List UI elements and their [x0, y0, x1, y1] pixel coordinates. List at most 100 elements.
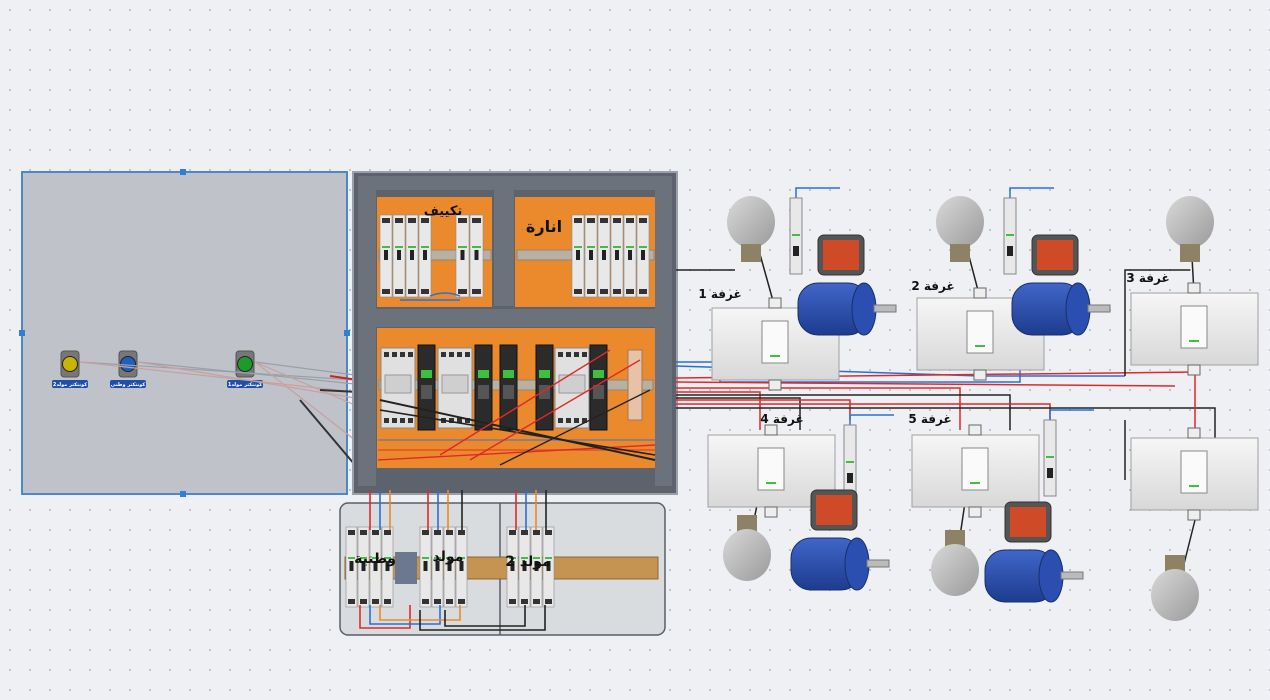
circuit-breaker[interactable] — [431, 526, 444, 608]
pilot-light-green-icon[interactable] — [237, 356, 253, 372]
breaker-toggle[interactable] — [435, 561, 440, 571]
breaker-toggle[interactable] — [423, 250, 427, 260]
contactor[interactable] — [380, 347, 416, 429]
room-breaker[interactable] — [1003, 197, 1017, 275]
breaker-toggle[interactable] — [793, 246, 799, 256]
wall-switch[interactable] — [1130, 427, 1259, 521]
selection-handle[interactable] — [19, 330, 25, 336]
timer-relay[interactable] — [474, 344, 493, 431]
breaker-toggle[interactable] — [397, 250, 401, 260]
room-breaker[interactable] — [1043, 419, 1057, 497]
circuit-breaker[interactable] — [419, 526, 432, 608]
circuit-breaker[interactable] — [443, 526, 456, 608]
circuit-breaker[interactable] — [381, 526, 394, 608]
circuit-breaker[interactable] — [405, 214, 419, 298]
breaker-toggle[interactable] — [423, 561, 428, 571]
breaker-toggle[interactable] — [361, 561, 366, 571]
breaker-toggle[interactable] — [447, 561, 452, 571]
breaker-toggle[interactable] — [460, 250, 465, 260]
breaker-toggle[interactable] — [589, 250, 593, 260]
circuit-breaker[interactable] — [369, 526, 382, 608]
relay-dial[interactable] — [539, 385, 550, 399]
circuit-breaker[interactable] — [506, 526, 519, 608]
room-2[interactable] — [916, 187, 1111, 381]
room-5[interactable] — [911, 409, 1094, 603]
control-station-box[interactable] — [19, 169, 350, 497]
circuit-breaker[interactable] — [584, 214, 598, 298]
electric-motor[interactable] — [1011, 234, 1111, 336]
breaker-toggle[interactable] — [847, 473, 853, 483]
circuit-breaker[interactable] — [469, 214, 484, 298]
switch-led — [770, 355, 780, 357]
pilot-light-button[interactable]: كونتكتر مولد2 — [52, 350, 88, 388]
circuit-breaker[interactable] — [345, 526, 358, 608]
contactor[interactable] — [554, 347, 590, 429]
pilot-light-yellow-icon[interactable] — [62, 356, 78, 372]
breaker-toggle[interactable] — [628, 250, 632, 260]
timer-relay[interactable] — [499, 344, 518, 431]
room-1[interactable] — [711, 187, 897, 391]
breaker-toggle[interactable] — [474, 250, 479, 260]
circuit-breaker[interactable] — [542, 526, 555, 608]
breaker-toggle[interactable] — [522, 561, 527, 571]
electric-motor[interactable] — [790, 489, 890, 591]
relay-dial[interactable] — [593, 385, 604, 399]
electric-motor[interactable] — [984, 501, 1084, 603]
selection-handle[interactable] — [344, 330, 350, 336]
circuit-breaker[interactable] — [357, 526, 370, 608]
breaker-toggle[interactable] — [373, 561, 378, 571]
light-bulb[interactable] — [936, 196, 984, 262]
circuit-breaker[interactable] — [418, 214, 432, 298]
relay-dial[interactable] — [503, 385, 514, 399]
breaker-toggle[interactable] — [602, 250, 606, 260]
wall-switch[interactable] — [711, 297, 840, 391]
breaker-toggle[interactable] — [546, 561, 551, 571]
electric-motor[interactable] — [797, 234, 897, 336]
circuit-breaker[interactable] — [623, 214, 637, 298]
selection-handle[interactable] — [180, 169, 186, 175]
pilot-light-blue-icon[interactable] — [120, 356, 136, 372]
room-breaker[interactable] — [789, 197, 803, 275]
circuit-breaker[interactable] — [379, 214, 393, 298]
relay-dial[interactable] — [478, 385, 489, 399]
breaker-toggle[interactable] — [384, 250, 388, 260]
circuit-breaker[interactable] — [392, 214, 406, 298]
switch-terminal — [768, 297, 782, 309]
breaker-toggle[interactable] — [1047, 468, 1053, 478]
circuit-breaker[interactable] — [597, 214, 611, 298]
motor-shaft — [1087, 304, 1111, 313]
wall-switch[interactable] — [1130, 282, 1259, 376]
breaker-toggle[interactable] — [641, 250, 645, 260]
light-bulb[interactable] — [727, 196, 775, 262]
relay-dial[interactable] — [421, 385, 432, 399]
wall-switch[interactable] — [911, 424, 1040, 518]
breaker-toggle[interactable] — [615, 250, 619, 260]
room-3-secondary[interactable] — [1130, 427, 1259, 621]
circuit-breaker[interactable] — [571, 214, 585, 298]
circuit-breaker[interactable] — [610, 214, 624, 298]
breaker-toggle[interactable] — [576, 250, 580, 260]
room-4[interactable] — [707, 414, 894, 591]
light-bulb[interactable] — [1151, 555, 1199, 621]
breaker-toggle[interactable] — [349, 561, 354, 571]
timer-relay[interactable] — [589, 344, 608, 431]
light-bulb[interactable] — [1166, 196, 1214, 262]
breaker-toggle[interactable] — [459, 561, 464, 571]
breaker-toggle[interactable] — [410, 250, 414, 260]
breaker-toggle[interactable] — [1007, 246, 1013, 256]
breaker-toggle[interactable] — [385, 561, 390, 571]
circuit-breaker[interactable] — [636, 214, 650, 298]
terminal-bottom — [400, 418, 405, 423]
wall-switch[interactable] — [916, 287, 1045, 381]
circuit-breaker[interactable] — [455, 526, 468, 608]
breaker-toggle[interactable] — [510, 561, 515, 571]
light-bulb[interactable] — [723, 515, 771, 581]
timer-relay[interactable] — [535, 344, 554, 431]
pilot-light-button[interactable]: كونتكتر مولد1 — [227, 350, 263, 388]
light-bulb[interactable] — [931, 530, 979, 596]
selection-handle[interactable] — [180, 491, 186, 497]
circuit-breaker[interactable] — [455, 214, 470, 298]
breaker-toggle[interactable] — [534, 561, 539, 571]
room-3[interactable] — [1130, 196, 1259, 376]
